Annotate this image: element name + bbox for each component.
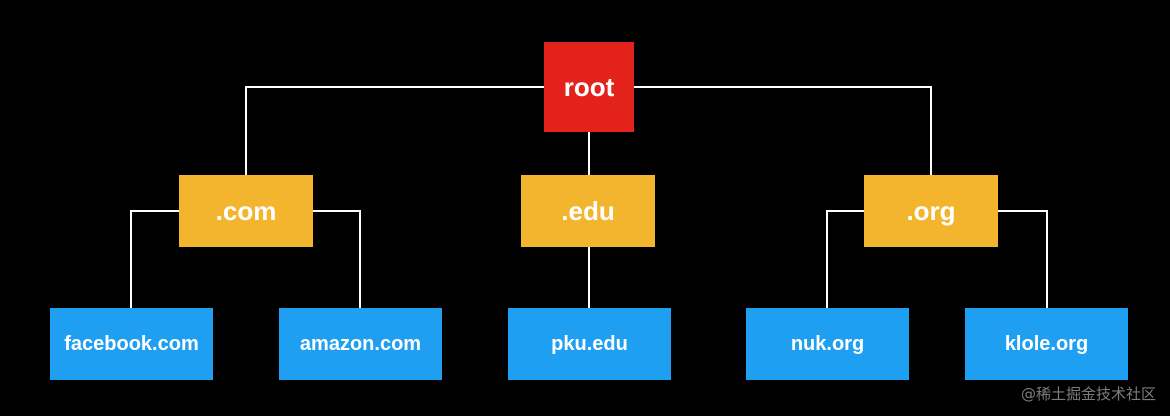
root-node: root <box>544 42 634 132</box>
tld-node-edu: .edu <box>521 175 655 247</box>
watermark: @稀土掘金技术社区 <box>1020 385 1156 403</box>
domain-node-label: nuk.org <box>790 332 865 355</box>
tld-node-label: .com <box>215 195 277 226</box>
root-node-label: root <box>563 71 615 102</box>
domain-node-facebook: facebook.com <box>50 308 213 380</box>
domain-node-label: klole.org <box>1004 332 1089 355</box>
domain-node-label: pku.edu <box>551 332 628 355</box>
tld-node-label: .org <box>906 195 956 226</box>
tld-node-com: .com <box>179 175 313 247</box>
domain-node-label: facebook.com <box>64 332 199 355</box>
domain-node-amazon: amazon.com <box>279 308 442 380</box>
domain-node-klole: klole.org <box>965 308 1128 380</box>
domain-node-label: amazon.com <box>299 332 422 355</box>
domain-node-nuk: nuk.org <box>746 308 909 380</box>
tld-node-org: .org <box>864 175 998 247</box>
domain-node-pku: pku.edu <box>508 308 671 380</box>
tld-node-label: .edu <box>561 195 615 226</box>
